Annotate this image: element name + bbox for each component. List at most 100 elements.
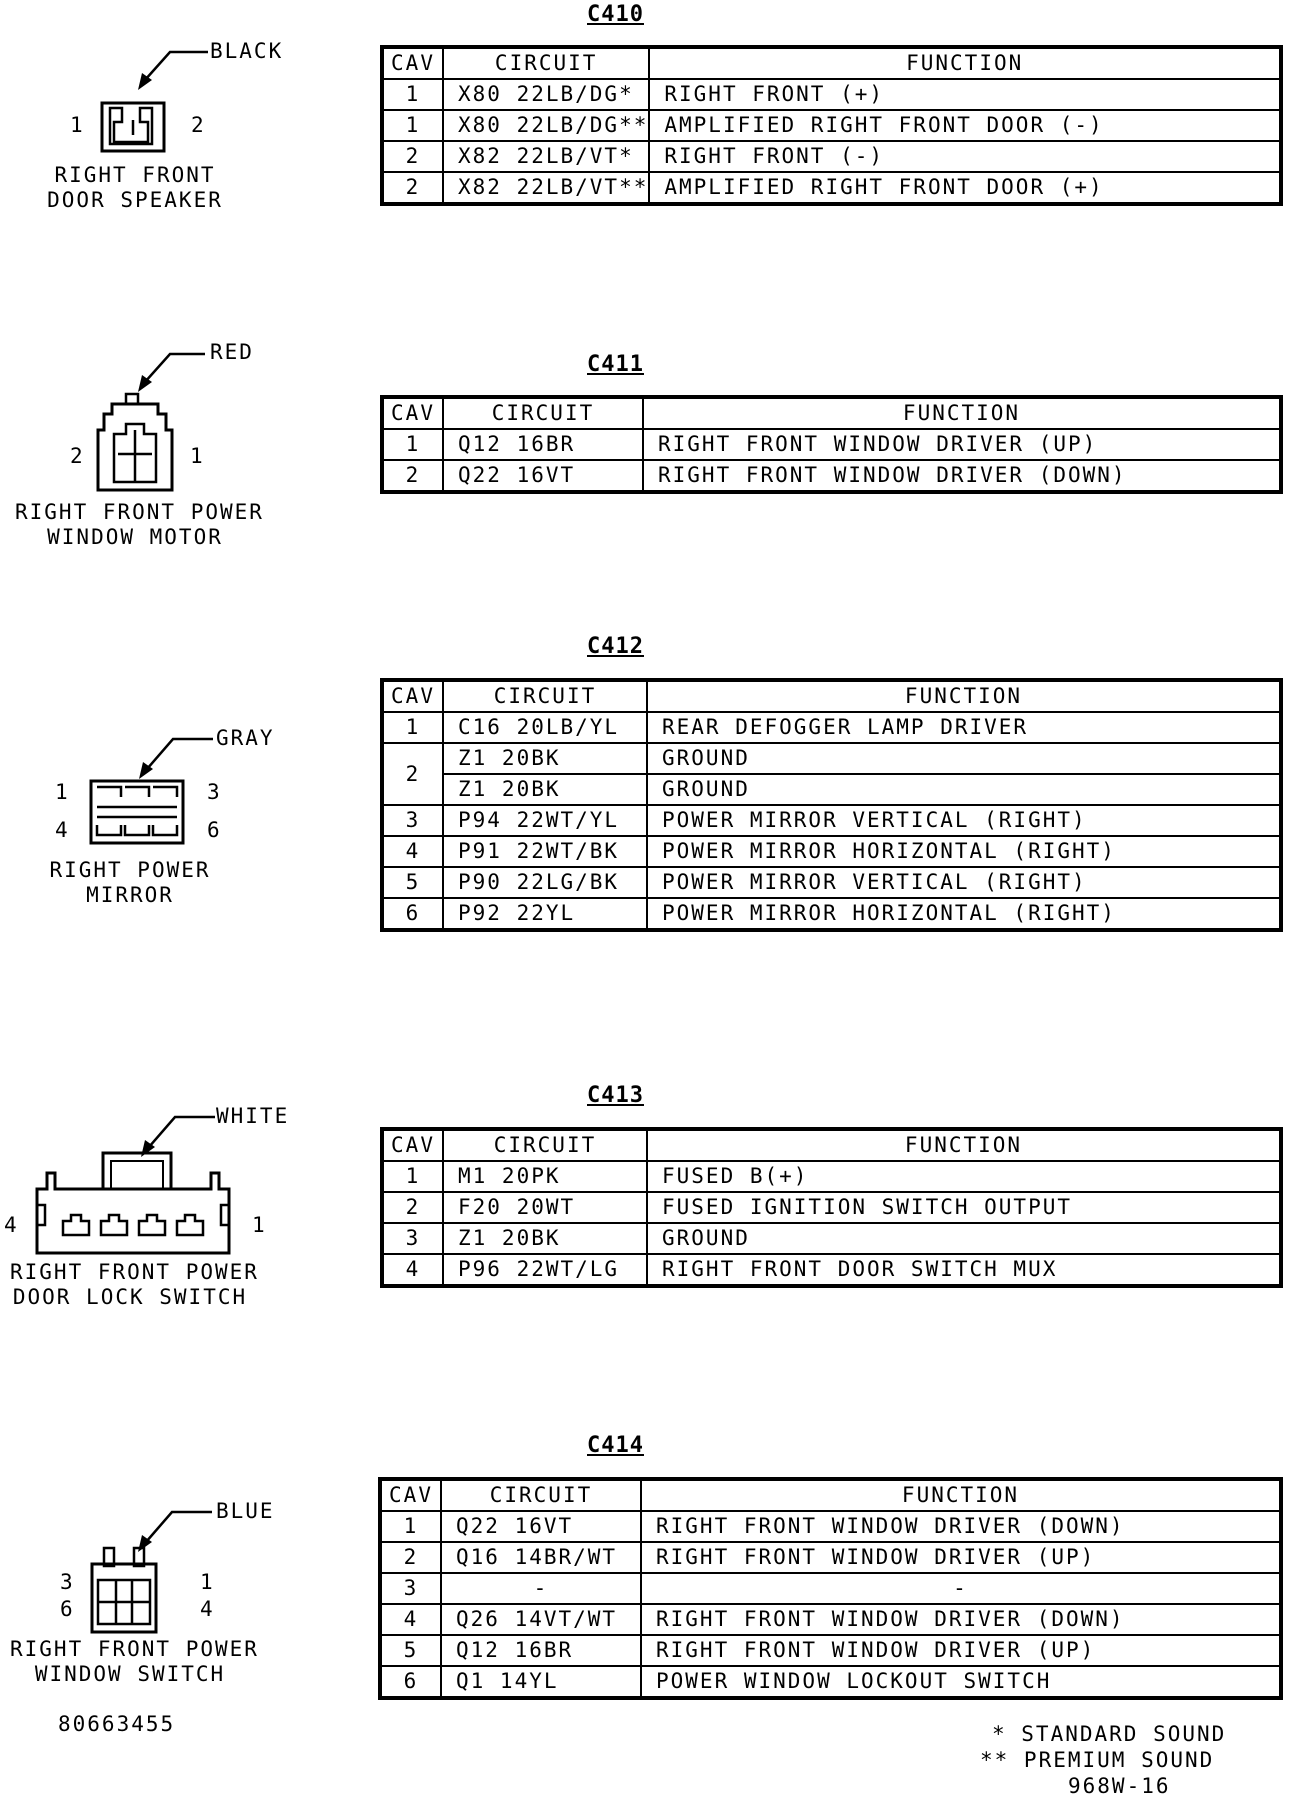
cav-cell: 2	[381, 742, 444, 806]
connector-title-c413: C413	[587, 1083, 644, 1108]
function-cell: AMPLIFIED RIGHT FRONT DOOR (-)	[648, 109, 1282, 142]
cav-cell: 2	[381, 140, 444, 173]
function-header: FUNCTION	[640, 1478, 1282, 1512]
circuit-cell: P92 22YL	[442, 897, 648, 931]
connector-color-c410: BLACK	[210, 39, 284, 63]
function-cell: AMPLIFIED RIGHT FRONT DOOR (+)	[648, 171, 1282, 205]
function-cell: RIGHT FRONT (-)	[648, 140, 1282, 173]
cav-cell: 1	[381, 1160, 444, 1193]
circuit-cell: Q16 14BR/WT	[440, 1541, 642, 1574]
table-header-row: CAV CIRCUIT FUNCTION	[379, 1478, 1282, 1512]
table-row: 3--	[379, 1572, 1282, 1605]
cav-cell: 1	[381, 428, 444, 461]
function-cell: RIGHT FRONT DOOR SWITCH MUX	[646, 1253, 1282, 1287]
function-cell: GROUND	[646, 773, 1282, 806]
function-cell: RIGHT FRONT WINDOW DRIVER (DOWN)	[642, 459, 1282, 493]
function-cell: FUSED B(+)	[646, 1160, 1282, 1193]
cav-cell: 1	[381, 711, 444, 744]
figure-code: 968W-16	[1068, 1774, 1171, 1798]
circuit-cell: F20 20WT	[442, 1191, 648, 1224]
speaker-connector-icon	[100, 50, 208, 153]
pin-label: 1	[200, 1570, 213, 1594]
cav-cell: 5	[379, 1634, 442, 1667]
cav-cell: 4	[381, 835, 444, 868]
pin-label: 1	[70, 113, 83, 137]
circuit-cell: X82 22LB/VT**	[441, 171, 651, 205]
pin-label: 2	[191, 113, 204, 137]
function-cell: POWER MIRROR VERTICAL (RIGHT)	[646, 866, 1282, 899]
mirror-connector-icon	[89, 737, 213, 845]
connector-color-c413: WHITE	[216, 1104, 290, 1128]
cav-cell: 6	[379, 1665, 442, 1699]
pin-label: 1	[55, 780, 68, 804]
cav-cell: 3	[379, 1572, 442, 1605]
circuit-cell: Q26 14VT/WT	[440, 1603, 642, 1636]
cav-cell: 2	[381, 171, 444, 205]
function-header: FUNCTION	[646, 679, 1282, 713]
function-cell: POWER WINDOW LOCKOUT SWITCH	[640, 1665, 1282, 1699]
cav-header: CAV	[381, 1128, 444, 1162]
door-lock-switch-connector-icon	[35, 1115, 231, 1255]
pin-label: 4	[4, 1213, 17, 1237]
circuit-cell: Q22 16VT	[442, 459, 644, 493]
circuit-cell: Q12 16BR	[442, 428, 644, 461]
cav-cell: 1	[379, 1510, 442, 1543]
footnote-premium-sound: ** PREMIUM SOUND	[980, 1748, 1215, 1772]
circuit-header: CIRCUIT	[440, 1478, 642, 1512]
circuit-cell: X82 22LB/VT*	[441, 140, 651, 173]
connector-color-c412: GRAY	[216, 726, 275, 750]
circuit-header: CIRCUIT	[441, 46, 651, 80]
function-cell: REAR DEFOGGER LAMP DRIVER	[646, 711, 1282, 744]
function-cell: RIGHT FRONT WINDOW DRIVER (UP)	[640, 1634, 1282, 1667]
connector-title-c412: C412	[587, 634, 644, 659]
circuit-cell: P96 22WT/LG	[442, 1253, 648, 1287]
circuit-cell: Z1 20BK	[442, 742, 648, 775]
window-switch-connector-icon	[90, 1510, 212, 1634]
pin-label: 1	[252, 1213, 265, 1237]
connector-color-c414: BLUE	[216, 1499, 275, 1523]
pin-label: 1	[190, 444, 203, 468]
circuit-header: CIRCUIT	[442, 1128, 648, 1162]
circuit-header: CIRCUIT	[442, 679, 648, 713]
circuit-cell: Z1 20BK	[442, 773, 648, 806]
pin-label: 4	[200, 1597, 213, 1621]
circuit-cell: Q12 16BR	[440, 1634, 642, 1667]
connector-title-c411: C411	[587, 352, 644, 377]
connector-color-c411: RED	[210, 340, 254, 364]
function-header: FUNCTION	[642, 396, 1282, 430]
function-cell: POWER MIRROR HORIZONTAL (RIGHT)	[646, 897, 1282, 931]
function-cell: RIGHT FRONT WINDOW DRIVER (UP)	[642, 428, 1282, 461]
function-cell: -	[640, 1572, 1282, 1605]
cav-cell: 4	[379, 1603, 442, 1636]
circuit-cell: P94 22WT/YL	[442, 804, 648, 837]
cav-cell: 2	[381, 459, 444, 493]
part-number: 80663455	[58, 1712, 176, 1736]
cav-cell: 2	[381, 1191, 444, 1224]
cav-header: CAV	[381, 679, 444, 713]
pin-label: 3	[207, 780, 220, 804]
cav-cell: 1	[381, 109, 444, 142]
function-cell: RIGHT FRONT (+)	[648, 78, 1282, 111]
function-cell: POWER MIRROR VERTICAL (RIGHT)	[646, 804, 1282, 837]
